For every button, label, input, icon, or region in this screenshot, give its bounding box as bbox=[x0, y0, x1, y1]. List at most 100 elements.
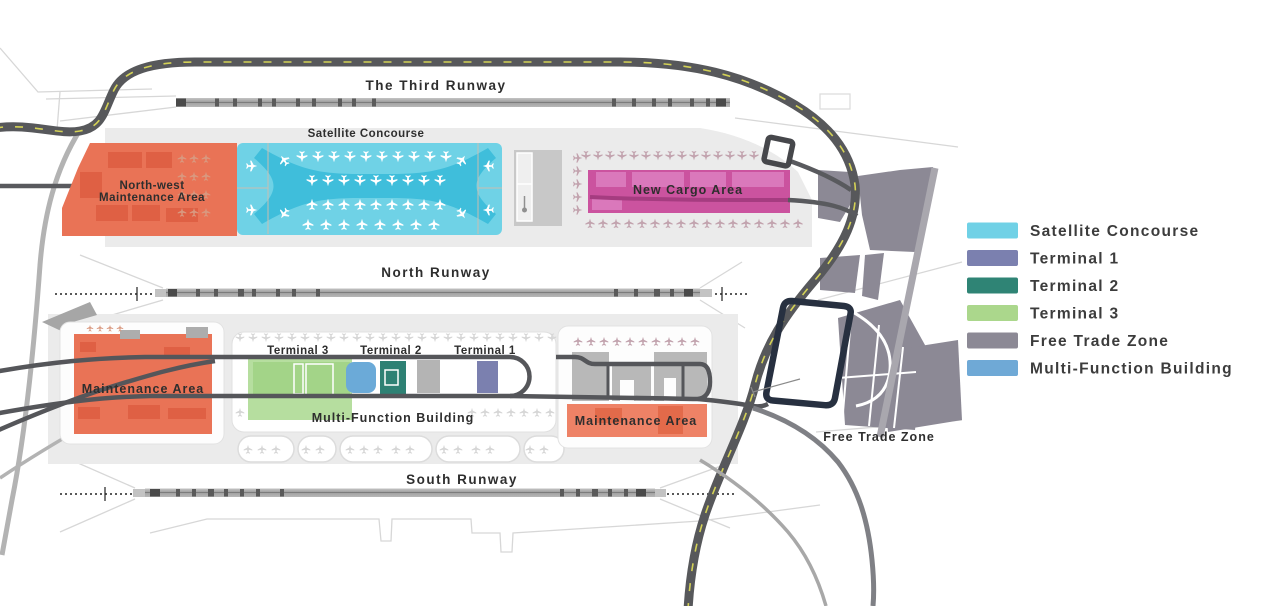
runway-marking bbox=[576, 489, 580, 497]
runway-marking bbox=[224, 489, 228, 497]
runway-marking bbox=[592, 489, 598, 497]
new-cargo-area-label: New Cargo Area bbox=[633, 183, 743, 197]
runway-marking bbox=[276, 289, 280, 297]
legend-label-terminal-3: Terminal 3 bbox=[1030, 306, 1119, 323]
runway-marking bbox=[690, 98, 694, 107]
runway-marking bbox=[192, 489, 196, 497]
site-boundary-lines bbox=[0, 47, 963, 553]
runway-marking bbox=[372, 98, 376, 107]
runway-marking bbox=[296, 98, 300, 107]
runway-marking bbox=[316, 289, 320, 297]
runway-marking bbox=[608, 489, 612, 497]
runway-marking bbox=[684, 289, 693, 297]
runway-marking bbox=[256, 489, 260, 497]
runway-marking bbox=[338, 98, 342, 107]
northwest-maintenance-label-line2: Maintenance Area bbox=[99, 192, 205, 204]
runway-marking bbox=[176, 98, 186, 107]
runway-marking bbox=[150, 489, 160, 497]
runway-marking bbox=[238, 289, 244, 297]
runway-marking bbox=[168, 289, 177, 297]
legend-label-terminal-2: Terminal 2 bbox=[1030, 278, 1119, 295]
legend-label-terminal-1: Terminal 1 bbox=[1030, 251, 1119, 268]
terminal-loop-roads bbox=[0, 354, 770, 432]
runway-marking bbox=[716, 98, 726, 107]
third-runway-label: The Third Runway bbox=[365, 78, 506, 93]
free-trade-zone-inner-road bbox=[850, 309, 892, 408]
runway-marking bbox=[706, 98, 710, 107]
runway-marking bbox=[215, 98, 219, 107]
legend-swatch-free-trade-zone bbox=[967, 332, 1018, 349]
legend-label-free-trade-zone: Free Trade Zone bbox=[1030, 333, 1169, 350]
terminal-2-label: Terminal 2 bbox=[360, 345, 422, 357]
legend-row-free-trade-zone: Free Trade Zone bbox=[967, 332, 1169, 350]
legend-label-satellite-concourse: Satellite Concourse bbox=[1030, 223, 1199, 240]
legend-row-terminal-2: Terminal 2 bbox=[967, 277, 1119, 295]
multi-function-building-label: Multi-Function Building bbox=[312, 411, 475, 425]
legend-label-multi-function-building: Multi-Function Building bbox=[1030, 361, 1233, 378]
runway-marking bbox=[272, 98, 276, 107]
legend-swatch-terminal-2 bbox=[967, 277, 1018, 294]
runway-markings bbox=[176, 98, 726, 107]
legend-row-multi-function-building: Multi-Function Building bbox=[967, 360, 1233, 378]
gate-stands bbox=[237, 435, 565, 463]
runway-marking bbox=[280, 489, 284, 497]
legend-row-terminal-3: Terminal 3 bbox=[967, 305, 1119, 323]
legend-swatch-terminal-3 bbox=[967, 305, 1018, 321]
south-runway bbox=[60, 487, 737, 501]
runway-marking bbox=[560, 489, 564, 497]
satellite-concourse-label: Satellite Concourse bbox=[308, 128, 425, 140]
legend-swatch-terminal-1 bbox=[967, 250, 1018, 266]
terminal-annex-block bbox=[417, 360, 440, 393]
runway-markings bbox=[168, 289, 693, 297]
runway-marking bbox=[196, 289, 200, 297]
terminal-1-block bbox=[477, 361, 498, 393]
legend-swatch-multi-function-building bbox=[967, 360, 1018, 376]
north-runway-label: North Runway bbox=[381, 265, 491, 280]
northwest-maintenance-label-line1: North-west bbox=[119, 180, 184, 192]
runway-marking bbox=[240, 489, 244, 497]
runway-marking bbox=[652, 98, 656, 107]
legend-row-satellite-concourse: Satellite Concourse bbox=[967, 222, 1199, 240]
free-trade-zone-ring-road bbox=[750, 297, 854, 409]
runway-marking bbox=[670, 289, 674, 297]
runway-marking bbox=[252, 289, 256, 297]
runway-marking bbox=[292, 289, 296, 297]
terminal-complex bbox=[59, 321, 713, 463]
maintenance-area-right-label: Maintenance Area bbox=[575, 414, 698, 428]
legend: Satellite Concourse Terminal 1 Terminal … bbox=[967, 222, 1233, 378]
maintenance-area-left-label: Maintenance Area bbox=[82, 382, 205, 396]
runway-marking bbox=[614, 289, 618, 297]
main-expressway bbox=[0, 57, 877, 606]
road-center-dashes bbox=[0, 61, 857, 606]
new-cargo-area bbox=[572, 150, 803, 229]
runway-marking bbox=[612, 98, 616, 107]
free-trade-zone-east-road bbox=[876, 167, 939, 438]
third-runway bbox=[176, 98, 730, 107]
runway-marking bbox=[636, 489, 646, 497]
map-labels: The Third Runway Satellite Concourse Nor… bbox=[82, 78, 934, 487]
legend-row-terminal-1: Terminal 1 bbox=[967, 250, 1119, 268]
runway-marking bbox=[632, 98, 636, 107]
north-runway bbox=[55, 287, 748, 301]
terminal-1-label: Terminal 1 bbox=[454, 345, 516, 357]
runway-marking bbox=[176, 489, 180, 497]
runway-marking bbox=[233, 98, 237, 107]
terminal-2-block bbox=[380, 361, 406, 394]
interchange-loop bbox=[761, 134, 796, 169]
multi-function-building-block bbox=[346, 362, 376, 393]
legend-swatch-satellite-concourse bbox=[967, 222, 1018, 239]
runway-marking bbox=[654, 289, 660, 297]
runway-marking bbox=[624, 489, 628, 497]
runway-marking bbox=[214, 289, 218, 297]
runway-marking bbox=[352, 98, 356, 107]
terminal-3-block bbox=[253, 362, 350, 398]
runway-marking bbox=[668, 98, 672, 107]
runway-marking bbox=[634, 289, 638, 297]
satellite-concourse bbox=[237, 143, 502, 235]
northwest-maintenance-area bbox=[0, 143, 237, 236]
runway-marking bbox=[258, 98, 262, 107]
control-tower-building bbox=[514, 150, 562, 226]
south-runway-label: South Runway bbox=[406, 472, 518, 487]
